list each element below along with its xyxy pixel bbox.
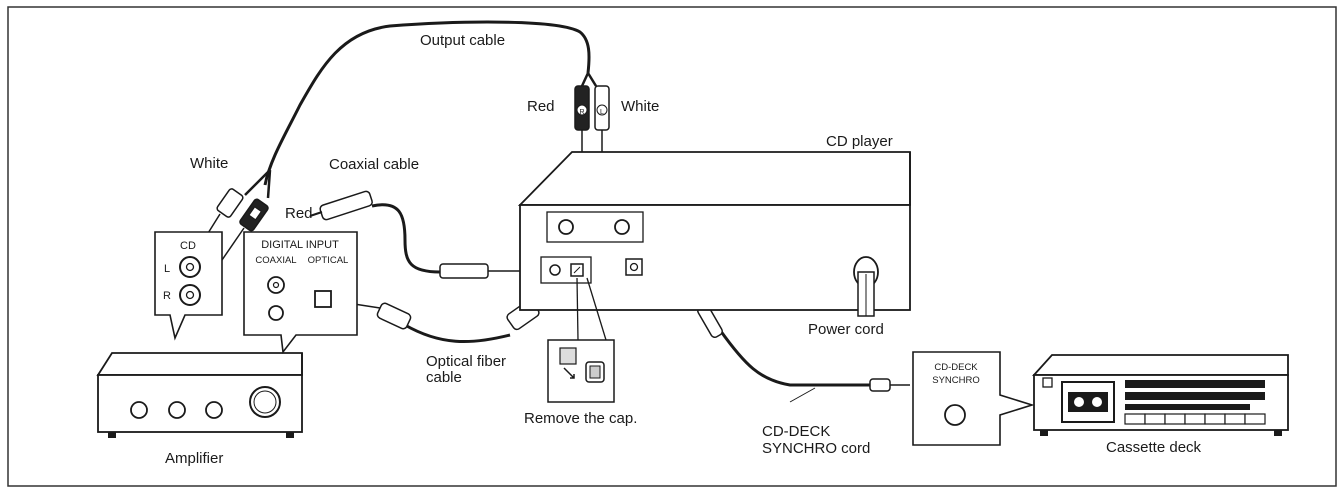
amp-cd-heading: CD <box>180 240 196 252</box>
synchro-plug-deck <box>869 378 910 392</box>
amp-knob-3 <box>205 401 223 419</box>
label-cassette-deck: Cassette deck <box>1106 439 1202 456</box>
amp-coaxial-label: COAXIAL <box>255 255 296 266</box>
deck-synchro-callout: CD-DECK SYNCHRO <box>912 351 1035 446</box>
cd-output-jack-l <box>614 219 630 235</box>
label-coaxial-cable: Coaxial cable <box>329 156 419 173</box>
remove-cap-callout <box>547 277 615 403</box>
amplifier <box>96 352 303 438</box>
red-plug-cd: R <box>574 85 590 150</box>
cassette-deck <box>1031 354 1289 436</box>
amp-cd-l-label: L <box>164 263 170 275</box>
output-cable-split-left <box>244 169 272 199</box>
synchro-cord <box>718 329 870 387</box>
deck-synchro-line1: CD-DECK <box>934 362 978 373</box>
label-remove-cap: Remove the cap. <box>524 410 637 427</box>
label-cd-player: CD player <box>826 133 893 150</box>
synchro-cord-leader <box>789 387 816 403</box>
coaxial-plug-amp <box>309 190 373 221</box>
output-cable <box>263 20 591 186</box>
cd-player <box>517 151 911 317</box>
amp-cd-r-label: R <box>163 290 171 302</box>
label-red-left: Red <box>285 205 313 222</box>
label-amplifier: Amplifier <box>165 450 223 467</box>
amp-knob-2 <box>168 401 186 419</box>
plug-letter-r: R <box>579 109 584 116</box>
amp-digital-heading: DIGITAL INPUT <box>261 239 339 251</box>
white-plug-cd: L <box>594 85 610 150</box>
optical-fiber-cable <box>404 323 511 343</box>
output-cable-split <box>580 72 598 87</box>
label-output-cable: Output cable <box>420 32 505 49</box>
amp-knob-1 <box>130 401 148 419</box>
label-power-cord: Power cord <box>808 321 884 338</box>
label-synchro-cord-1: CD-DECK <box>762 423 830 440</box>
amp-digital-input-callout: DIGITAL INPUT COAXIAL OPTICAL <box>243 231 358 355</box>
label-white-left: White <box>190 155 228 172</box>
amp-optical-jack <box>314 290 332 308</box>
label-red-top: Red <box>527 98 555 115</box>
cd-coaxial-jack <box>549 264 561 276</box>
deck-synchro-jack <box>944 404 966 426</box>
label-optical-fiber-1: Optical fiber <box>426 353 506 370</box>
label-white-top: White <box>621 98 659 115</box>
deck-buttons <box>1124 413 1266 425</box>
amp-aux-jack <box>268 305 284 321</box>
cd-output-jack-r <box>558 219 574 235</box>
label-synchro-cord-2: SYNCHRO cord <box>762 440 870 457</box>
amp-optical-label: OPTICAL <box>308 255 349 266</box>
plug-letter-l: L <box>600 109 604 116</box>
amp-cd-input-callout: CD L R <box>154 231 223 341</box>
label-optical-fiber-2: cable <box>426 369 462 386</box>
coaxial-cable <box>371 203 441 274</box>
deck-synchro-line2: SYNCHRO <box>932 375 980 386</box>
